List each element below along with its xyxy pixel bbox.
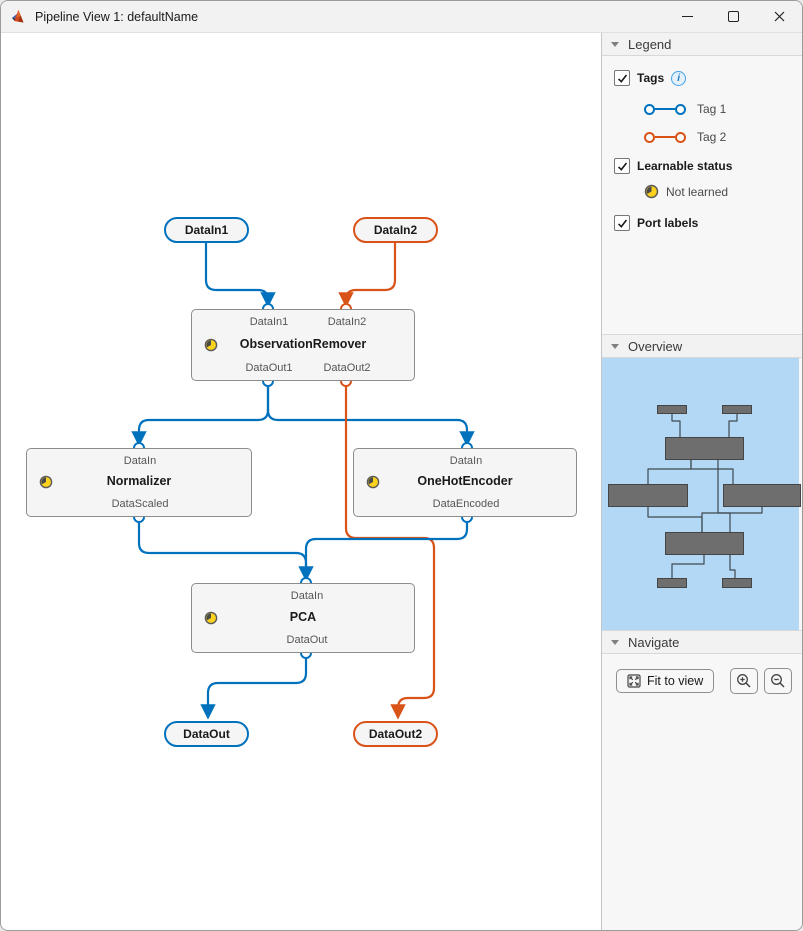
node-observation-remover[interactable]: DataIn1 DataIn2 ObservationRemover DataO… [191,309,415,381]
edge-remover-to-dataout2[interactable] [344,386,436,720]
edge-datain2-to-remover[interactable] [338,243,397,308]
port-label-dataout2: DataOut2 [323,362,371,374]
edge-normalizer-to-pca[interactable] [137,522,308,573]
not-learned-label: Not learned [666,184,729,199]
port-label-datain2: DataIn2 [327,316,367,328]
minimap-node [722,578,752,588]
overview-minimap[interactable] [602,358,801,630]
side-panel: Legend Tags i Tag 1 [602,33,802,930]
port-label-onehotencoder-out: DataEncoded [432,498,500,510]
navigate-section-title: Navigate [628,634,680,650]
collapse-arrow-icon [611,639,619,645]
fit-to-view-icon [627,674,641,688]
node-dataout2[interactable]: DataOut2 [353,721,438,747]
tag2-legend-row: Tag 2 [644,130,802,144]
minimize-icon [681,16,693,17]
legend-content: Tags i Tag 1 [602,56,802,334]
learnable-status-checkbox[interactable] [614,158,630,174]
minimap-node [665,437,744,460]
tag2-line-sample [644,131,686,143]
node-normalizer-title: Normalizer [106,474,172,488]
node-dataout[interactable]: DataOut [164,721,249,747]
zoom-in-button[interactable] [730,668,758,694]
minimap-node [657,578,687,588]
minimap-node [608,484,688,507]
tags-checkbox-label: Tags [637,71,665,85]
navigate-content: Fit to view [602,654,802,694]
node-onehotencoder-title: OneHotEncoder [417,474,513,488]
minimap-node [657,405,687,414]
zoom-out-icon [771,674,785,688]
pipeline-canvas[interactable]: DataIn1 DataIn2 DataOut DataOut2 DataIn1… [1,33,602,930]
not-learned-icon [366,475,380,489]
port-label-pca-out: DataOut [286,634,328,646]
fit-to-view-button[interactable]: Fit to view [616,669,715,693]
not-learned-icon [39,475,53,489]
not-learned-icon [204,338,218,352]
window-title: Pipeline View 1: defaultName [35,9,199,24]
tags-checkbox[interactable] [614,70,630,86]
collapse-arrow-icon [611,41,619,47]
minimize-button[interactable] [664,1,710,32]
tag1-legend-row: Tag 1 [644,102,802,116]
edge-onehotencoder-to-pca[interactable] [298,522,469,582]
minimap-node [722,405,752,414]
fit-to-view-label: Fit to view [647,674,704,688]
edge-datain1-to-remover[interactable] [204,243,276,308]
node-datain2-label: DataIn2 [373,223,418,237]
minimap-node [723,484,801,507]
edge-remover-to-onehotencoder[interactable] [266,386,475,447]
overview-section-title: Overview [628,338,683,354]
node-pca-title: PCA [289,610,317,624]
node-normalizer[interactable]: DataIn Normalizer DataScaled [26,448,252,517]
node-pca[interactable]: DataIn PCA DataOut [191,583,415,653]
legend-section-header[interactable]: Legend [602,33,802,56]
tag2-label: Tag 2 [697,130,727,144]
check-icon [617,218,627,228]
node-datain2[interactable]: DataIn2 [353,217,438,243]
maximize-icon [727,11,739,22]
edge-remover-to-normalizer[interactable] [131,386,270,447]
legend-section-title: Legend [628,36,672,52]
close-button[interactable] [756,1,802,32]
node-onehotencoder[interactable]: DataIn OneHotEncoder DataEncoded [353,448,577,517]
port-labels-checkbox[interactable] [614,215,630,231]
zoom-out-button[interactable] [764,668,792,694]
zoom-in-icon [737,674,751,688]
minimap-node [665,532,744,555]
title-bar: Pipeline View 1: defaultName [1,1,802,33]
not-learned-icon [644,184,659,199]
info-icon[interactable]: i [671,70,687,86]
port-label-onehotencoder-in: DataIn [449,455,483,467]
tag1-line-sample [644,103,686,115]
matlab-logo-icon [12,9,24,22]
edge-pca-to-dataout[interactable] [200,658,308,720]
collapse-arrow-icon [611,343,619,349]
port-label-datain1: DataIn1 [249,316,289,328]
navigate-section-header[interactable]: Navigate [602,630,802,654]
port-label-normalizer-in: DataIn [123,455,157,467]
not-learned-legend-row: Not learned [644,184,802,199]
node-datain1-label: DataIn1 [184,223,229,237]
check-icon [617,73,627,83]
learnable-status-label: Learnable status [637,159,733,173]
node-observation-remover-title: ObservationRemover [239,337,367,351]
node-datain1[interactable]: DataIn1 [164,217,249,243]
port-label-normalizer-out: DataScaled [111,498,169,510]
check-icon [617,161,627,171]
node-dataout2-label: DataOut2 [368,727,423,741]
tag1-label: Tag 1 [697,102,727,116]
node-dataout-label: DataOut [183,727,230,741]
close-icon [774,11,784,22]
overview-section-header[interactable]: Overview [602,334,802,358]
port-label-dataout1: DataOut1 [245,362,293,374]
maximize-button[interactable] [710,1,756,32]
not-learned-icon [204,611,218,625]
port-label-pca-in: DataIn [290,590,324,602]
port-labels-label: Port labels [637,216,699,230]
